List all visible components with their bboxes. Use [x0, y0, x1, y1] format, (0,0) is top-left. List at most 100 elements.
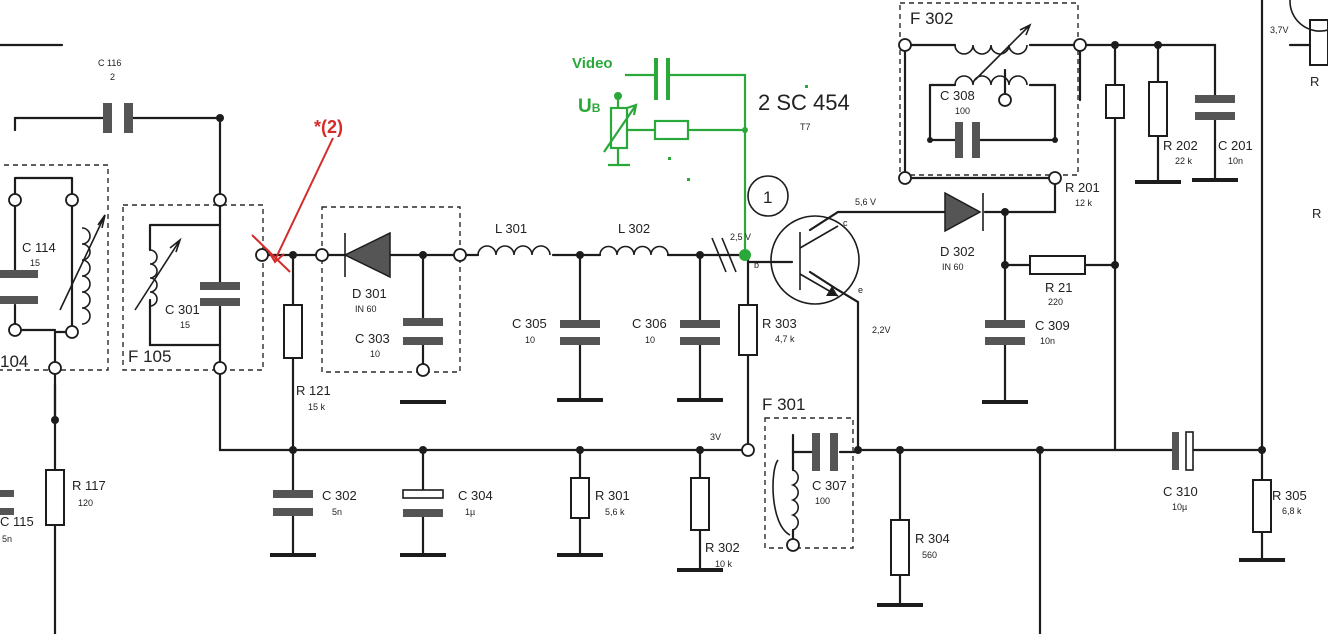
- diodes: [343, 191, 984, 279]
- cap-c310: [1172, 432, 1179, 470]
- value-c306: 10: [645, 335, 655, 345]
- trimmer-pot: [609, 106, 629, 150]
- label-c301: C 301: [165, 302, 200, 317]
- marker-number: 1: [763, 188, 772, 207]
- cap-c201: [1195, 95, 1235, 103]
- value-d301: IN 60: [355, 304, 377, 314]
- voltage-base: 2,5 V: [730, 232, 751, 242]
- value-c308: 100: [955, 106, 970, 116]
- cap-c309: [985, 320, 1025, 328]
- ub-label: UB: [578, 96, 601, 117]
- value-c115: 5n: [2, 534, 12, 544]
- capacitors: [0, 95, 1235, 517]
- diode-d302: [944, 191, 982, 233]
- value-r305: 6,8 k: [1282, 506, 1302, 516]
- res-r121: [283, 304, 303, 359]
- marker-circle: [747, 175, 789, 217]
- voltage-emitter: 2,2V: [872, 325, 891, 335]
- inductors: [59, 23, 1032, 536]
- value-c301: 15: [180, 320, 190, 330]
- label-r202: R 202: [1163, 138, 1198, 153]
- res-r301: [570, 477, 590, 519]
- label-r121: R 121: [296, 383, 331, 398]
- diode-d301: [343, 231, 391, 279]
- label-c307: C 307: [812, 478, 847, 493]
- res-r202: [1148, 81, 1168, 137]
- transistor-labels: 2 SC 454 T7 1 c b e 5,6 V 2,5 V 2,2V 3V …: [710, 25, 1289, 442]
- mark-label: *(2): [314, 117, 343, 137]
- value-c307: 100: [815, 496, 830, 506]
- res-r304: [890, 519, 910, 576]
- res-edge: [1309, 19, 1328, 66]
- cap-c304: [402, 489, 444, 499]
- grounds: [270, 178, 1285, 607]
- cap-c116: [103, 103, 112, 133]
- series-resistor: [653, 119, 690, 141]
- label-c310: C 310: [1163, 484, 1198, 499]
- label-r303: R 303: [762, 316, 797, 331]
- label-c302: C 302: [322, 488, 357, 503]
- coil-l301: [477, 245, 551, 256]
- value-r21: 220: [1048, 297, 1063, 307]
- ub-main: U: [578, 96, 592, 117]
- value-c114: 15: [30, 258, 40, 268]
- shield-boxes: [0, 2, 1079, 549]
- cap-c306: [680, 320, 720, 328]
- label-r301: R 301: [595, 488, 630, 503]
- res-r21: [1029, 255, 1086, 275]
- label-r21: R 21: [1045, 280, 1072, 295]
- label-c308: C 308: [940, 88, 975, 103]
- cap-c115: [0, 490, 14, 497]
- coil-f105: [149, 249, 158, 307]
- label-c309: C 309: [1035, 318, 1070, 333]
- cap-c301: [200, 282, 240, 290]
- coil-f302-sec: [954, 75, 1028, 86]
- ub-sub: B: [592, 101, 601, 115]
- label-c114: C 114: [22, 240, 56, 255]
- label-l301: L 301: [495, 221, 527, 236]
- value-r302: 10 k: [715, 559, 733, 569]
- coil-f302-top: [954, 44, 1028, 55]
- pin-b: b: [754, 260, 759, 270]
- junctions: [8, 38, 1266, 552]
- value-c310: 10µ: [1172, 502, 1187, 512]
- value-r117: 120: [78, 498, 93, 508]
- value-c302: 5n: [332, 507, 342, 517]
- transistor-ref: T7: [800, 122, 811, 132]
- label-c116: C 116: [98, 58, 121, 68]
- transistor-type: 2 SC 454: [758, 90, 850, 115]
- label-c306: C 306: [632, 316, 667, 331]
- label-r-edge-top: R: [1310, 74, 1319, 89]
- cap-c305: [560, 320, 600, 328]
- label-f104: 104: [0, 352, 28, 371]
- label-r302: R 302: [705, 540, 740, 555]
- label-f105: F 105: [128, 347, 171, 366]
- label-r-edge-mid: R: [1312, 206, 1321, 221]
- video-label: Video: [572, 55, 613, 72]
- label-r304: R 304: [915, 531, 950, 546]
- label-c201: C 201: [1218, 138, 1253, 153]
- value-c201: 10n: [1228, 156, 1243, 166]
- value-c116: 2: [110, 72, 115, 82]
- value-c303: 10: [370, 349, 380, 359]
- value-r303: 4,7 k: [775, 334, 795, 344]
- voltage-collector: 5,6 V: [855, 197, 876, 207]
- value-c304: 1µ: [465, 507, 475, 517]
- res-r303: [738, 304, 758, 356]
- cap-c302: [273, 490, 313, 498]
- cap-c114: [0, 270, 38, 278]
- voltage-bias: 3V: [710, 432, 721, 442]
- coil-f104: [81, 227, 91, 325]
- label-d302: D 302: [940, 244, 975, 259]
- transistor-t7: [747, 175, 860, 305]
- resistors: [45, 19, 1328, 576]
- value-c305: 10: [525, 335, 535, 345]
- value-r121: 15 k: [308, 402, 326, 412]
- voltage-top-right: 3,7V: [1270, 25, 1289, 35]
- label-c303: C 303: [355, 331, 390, 346]
- cut-mark-annotation: *(2): [251, 117, 737, 273]
- label-c305: C 305: [512, 316, 547, 331]
- coil-l302: [599, 245, 669, 256]
